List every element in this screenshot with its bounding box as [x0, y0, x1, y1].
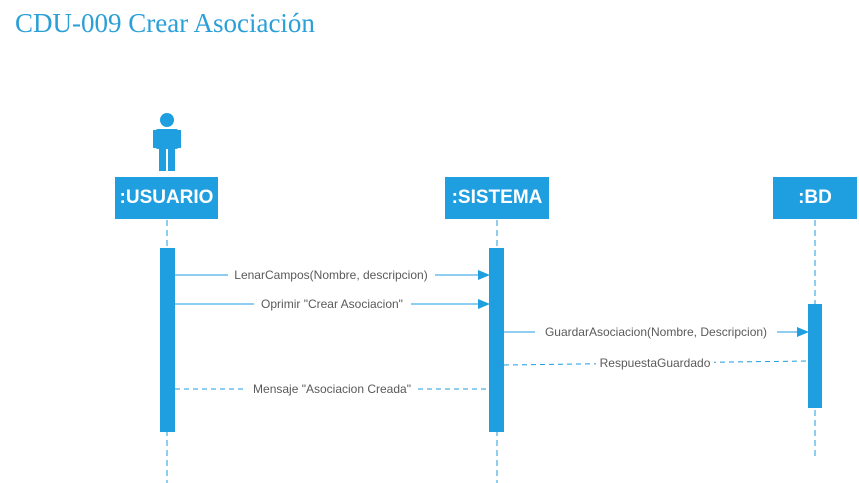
participant-bd: :BD — [773, 177, 857, 219]
message-label-5: Mensaje "Asociacion Creada" — [253, 382, 411, 396]
diagram-title: CDU-009 Crear Asociación — [15, 8, 315, 38]
participant-sistema: :SISTEMA — [445, 177, 549, 219]
message-label-3: GuardarAsociacion(Nombre, Descripcion) — [545, 325, 767, 339]
message-label-2: Oprimir "Crear Asociacion" — [261, 297, 403, 311]
activation-bar-sistema — [489, 248, 504, 432]
activation-bar-usuario — [160, 248, 175, 432]
activation-bar-bd — [808, 304, 822, 408]
actor-icon — [153, 113, 181, 171]
participant-usuario: :USUARIO — [115, 177, 218, 219]
message-arrow-4 — [504, 361, 809, 365]
message-label-1: LenarCampos(Nombre, descripcion) — [234, 268, 427, 282]
message-label-4: RespuestaGuardado — [600, 356, 711, 370]
